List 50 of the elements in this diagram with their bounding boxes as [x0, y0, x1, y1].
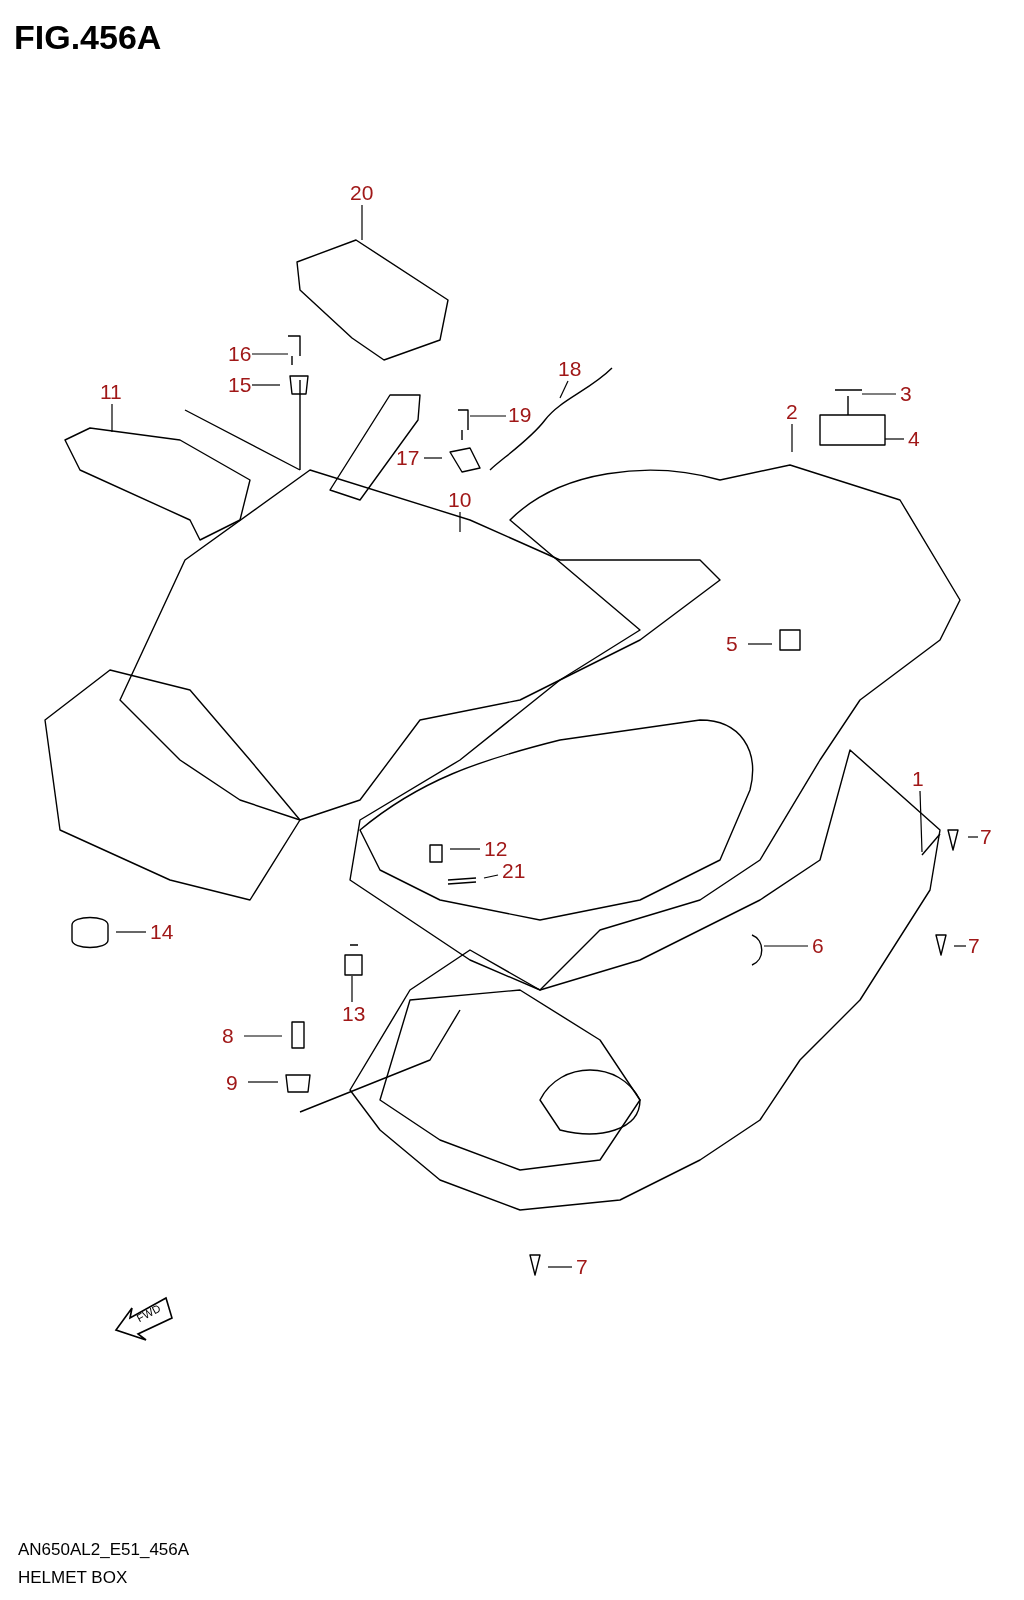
callout-number: 19	[508, 404, 532, 426]
drawing-code: AN650AL2_E51_456A	[18, 1540, 190, 1560]
callout-number: 7	[576, 1256, 588, 1278]
callout-number: 12	[484, 838, 508, 860]
callout-number: 21	[502, 860, 526, 882]
callout-number: 13	[342, 1003, 366, 1025]
figure-title: FIG.456A	[14, 18, 162, 57]
callout-number: 5	[726, 633, 738, 655]
leader-line	[351, 975, 353, 1003]
leader-line	[469, 415, 507, 417]
callout-number: 15	[228, 374, 252, 396]
leader-line	[967, 836, 979, 838]
callout-number: 6	[812, 935, 824, 957]
leader-line	[483, 874, 499, 879]
callout-number: 14	[150, 921, 174, 943]
callout-number: 18	[558, 358, 582, 380]
callout-number: 2	[786, 401, 798, 423]
leader-line	[747, 643, 773, 645]
leader-line	[861, 393, 897, 395]
leader-line	[791, 423, 793, 453]
leader-line	[459, 511, 461, 533]
callout-number: 17	[396, 447, 420, 469]
leader-line	[919, 790, 923, 853]
callout-number: 11	[100, 381, 122, 403]
callout-number: 7	[968, 935, 980, 957]
callout-number: 1	[912, 768, 924, 790]
drawing-caption: HELMET BOX	[18, 1568, 128, 1588]
callout-number: 4	[908, 428, 920, 450]
leader-line	[247, 1081, 279, 1083]
leader-line	[953, 945, 967, 947]
leader-line	[115, 931, 147, 933]
direction-label: FWD	[134, 1301, 163, 1325]
leader-line	[763, 945, 809, 947]
leader-line	[111, 403, 113, 433]
leader-line	[251, 353, 289, 355]
leader-line	[361, 204, 363, 241]
leader-line	[423, 457, 443, 459]
callout-number: 3	[900, 383, 912, 405]
leader-line	[884, 438, 905, 440]
callout-number: 20	[350, 182, 374, 204]
leader-line	[449, 848, 481, 850]
callout-number: 16	[228, 343, 252, 365]
leader-line	[251, 384, 281, 386]
leader-line	[243, 1035, 283, 1037]
callout-number: 8	[222, 1025, 234, 1047]
leader-line	[547, 1266, 573, 1268]
callout-number: 10	[448, 489, 472, 511]
callout-number: 9	[226, 1072, 238, 1094]
leader-line	[559, 380, 569, 399]
callout-number: 7	[980, 826, 992, 848]
